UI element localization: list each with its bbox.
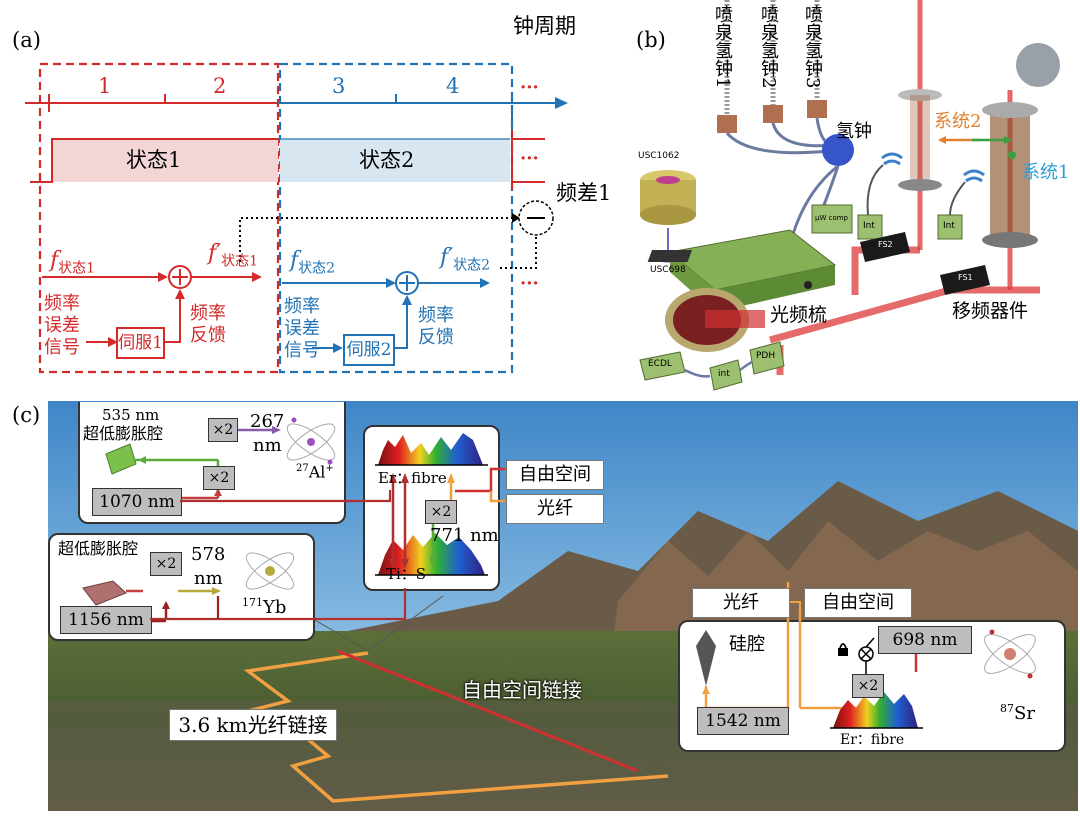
shifter-label: 移频器件 (952, 300, 1029, 322)
fiber-link-label: 3.6 km光纤链接 (169, 709, 337, 741)
al-uv-wl: 267 (250, 411, 285, 432)
al-cavity-label: 超低膨胀腔 (83, 424, 164, 443)
clock-cycle-label: 钟周期 (513, 14, 576, 38)
f-state1: f状态1 (50, 248, 96, 277)
comb-ti-label: Ti：S (386, 565, 427, 583)
sr-cavity-label: 硅腔 (729, 634, 765, 655)
uw-comp-label: μW comp (815, 214, 848, 222)
yb-x2: ×2 (150, 552, 182, 576)
al-ion-label: 27Al+ (296, 462, 334, 482)
hmaser-label: 氢钟 (836, 121, 872, 142)
comb-771: 771 nm (430, 525, 499, 546)
error-signal-blue: 频率误差信号 (284, 296, 320, 361)
pdh-label: PDH (756, 351, 776, 361)
fountain-1-label: 喷泉氢钟1 (712, 5, 733, 89)
panel-b-label: (b) (636, 28, 666, 52)
int-label-2: Int (943, 221, 955, 231)
usc1062-label: USC1062 (638, 151, 680, 161)
int-lower-label: int (718, 369, 730, 379)
int-label-1: Int (863, 221, 875, 231)
comb-input-lines (455, 467, 505, 503)
tick-4: 4 (446, 74, 460, 98)
yb-wl-unit: nm (194, 568, 223, 589)
ellipsis-state: ··· (520, 148, 539, 169)
feedback-blue: 频率反馈 (418, 305, 454, 348)
freq-diff-label: 频差1 (556, 181, 612, 205)
yb-wl: 578 (191, 544, 226, 565)
yb-atom-label: 171Yb (242, 596, 287, 618)
sr-atom-label: 87Sr (1000, 702, 1035, 724)
yb-cavity-label: 超低膨胀腔 (58, 539, 139, 558)
feedback-red: 频率反馈 (190, 303, 226, 346)
sr-er-label: Er：fibre (840, 732, 905, 748)
panel-b: (b) (620, 0, 1080, 400)
f-prime-state1: f′状态1 (208, 241, 259, 270)
panel-c-label: (c) (12, 403, 41, 427)
yb-clock-diagram (82, 552, 295, 623)
ecdl-label: ECDL (648, 359, 672, 369)
al-uv-unit: nm (253, 435, 282, 456)
system1-label: 系统1 (1022, 162, 1070, 183)
panel-a-label: (a) (12, 28, 41, 52)
fs1-label: FS1 (958, 273, 973, 282)
servo1-box: 伺服1 (116, 327, 165, 359)
state2-label: 状态2 (359, 148, 415, 172)
sr-x2: ×2 (852, 674, 884, 698)
al-x2-bot: ×2 (203, 466, 235, 490)
comb-er-label: Er：fibre (378, 469, 447, 487)
sr-laser-698: 698 nm (878, 626, 972, 654)
tick-1: 1 (98, 74, 112, 98)
comb-spectra (375, 433, 488, 576)
tick-2: 2 (213, 74, 227, 98)
panel-b-apparatus (639, 0, 1060, 391)
state1-label: 状态1 (126, 148, 182, 172)
comb-label: 光频梳 (770, 304, 828, 326)
system2-label: 系统2 (934, 111, 982, 132)
free-space-link-label: 自由空间链接 (462, 678, 582, 702)
tick-3: 3 (332, 74, 346, 98)
fountain-2-label: 喷泉氢钟2 (758, 5, 779, 89)
sr-clock-diagram (696, 582, 1036, 729)
ellipsis-clock: ··· (520, 77, 539, 98)
sr-free-space-label: 自由空间 (804, 588, 912, 618)
fountain-3-label: 喷泉氢钟3 (802, 5, 823, 89)
comb-x2: ×2 (425, 500, 457, 524)
comb-free-space-label: 自由空间 (506, 460, 604, 490)
f-state2: f状态2 (290, 248, 336, 277)
al-laser-1070: 1070 nm (92, 488, 182, 516)
f-prime-state2: f′状态2 (440, 245, 491, 274)
comb-fiber-label: 光纤 (506, 494, 604, 524)
al-x2-top: ×2 (208, 418, 238, 442)
servo2-box: 伺服2 (343, 334, 395, 366)
usc698-label: USC698 (650, 265, 686, 275)
sr-laser-1542: 1542 nm (697, 707, 789, 735)
sr-fiber-label: 光纤 (692, 588, 790, 618)
ellipsis-loop: ··· (520, 273, 539, 294)
panel-a: (a) 钟周期 (0, 0, 620, 400)
error-signal-red: 频率误差信号 (44, 293, 80, 358)
al-cavity-nm: 535 nm (102, 406, 160, 424)
fs2-label: FS2 (878, 240, 893, 249)
panel-a-lines (25, 62, 568, 374)
